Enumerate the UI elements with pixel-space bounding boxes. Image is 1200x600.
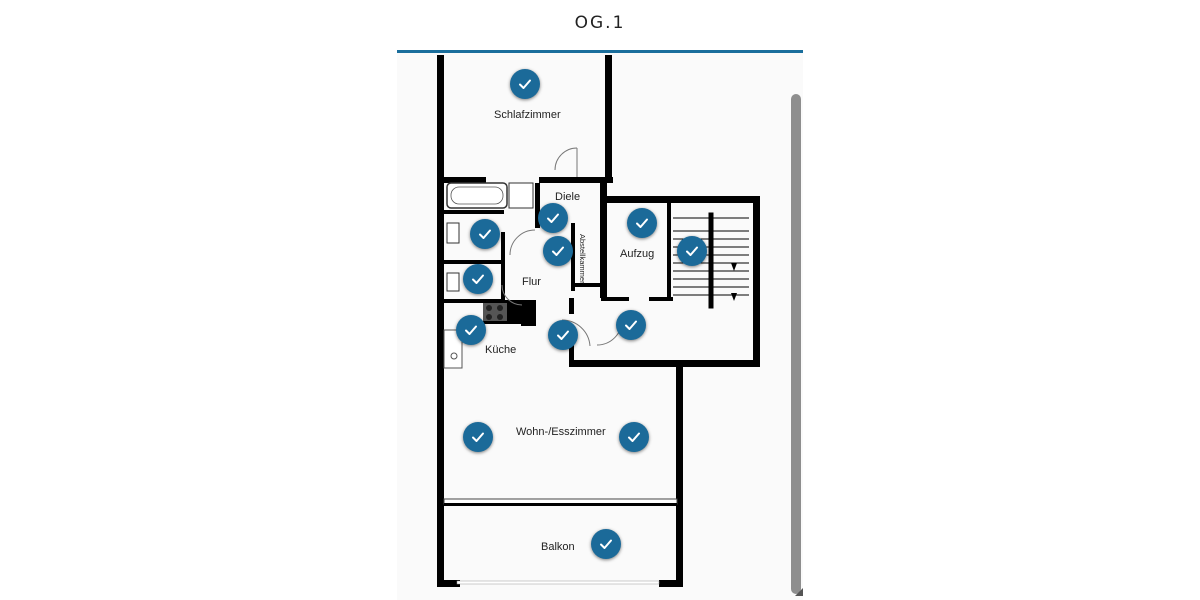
room-marker-eingang[interactable] — [616, 310, 646, 340]
check-icon — [686, 246, 698, 256]
check-icon — [519, 79, 531, 89]
check-icon — [479, 229, 491, 239]
active-tab-indicator — [397, 50, 803, 53]
page-title: OG.1 — [574, 13, 626, 33]
check-icon — [625, 320, 637, 330]
room-marker-schlafzimmer[interactable] — [510, 69, 540, 99]
room-label-flur: Flur — [522, 276, 541, 288]
check-icon — [465, 325, 477, 335]
check-icon — [472, 432, 484, 442]
room-label-abstellkammer: Abstellkammer — [578, 234, 587, 284]
check-icon — [552, 246, 564, 256]
room-marker-aufzug[interactable] — [627, 208, 657, 238]
room-marker-wc[interactable] — [463, 264, 493, 294]
room-label-kueche: Küche — [485, 344, 517, 356]
floorplan-viewer[interactable]: Schlafzimmer Diele Abstellkammer Aufzug … — [397, 53, 803, 600]
room-marker-bad[interactable] — [470, 219, 500, 249]
check-icon — [547, 213, 559, 223]
room-marker-wohnzimmer-rechts[interactable] — [619, 422, 649, 452]
check-icon — [636, 218, 648, 228]
resize-corner — [795, 588, 803, 596]
room-label-wohn-esszimmer: Wohn-/Esszimmer — [516, 426, 606, 438]
room-marker-diele[interactable] — [538, 203, 568, 233]
room-marker-flur[interactable] — [548, 320, 578, 350]
room-marker-balkon[interactable] — [591, 529, 621, 559]
vertical-scrollbar[interactable] — [791, 94, 801, 594]
check-icon — [600, 539, 612, 549]
room-label-diele: Diele — [555, 191, 581, 203]
check-icon — [628, 432, 640, 442]
scrollbar-thumb[interactable] — [791, 94, 801, 594]
check-icon — [472, 274, 484, 284]
floorplan-drawing — [437, 55, 760, 587]
room-label-aufzug: Aufzug — [620, 248, 655, 260]
room-marker-kueche[interactable] — [456, 315, 486, 345]
room-marker-wohnzimmer-links[interactable] — [463, 422, 493, 452]
room-label-schlafzimmer: Schlafzimmer — [494, 109, 561, 121]
room-marker-treppenhaus[interactable] — [677, 236, 707, 266]
check-icon — [557, 330, 569, 340]
room-marker-abstellkammer[interactable] — [543, 236, 573, 266]
room-label-balkon: Balkon — [541, 541, 575, 553]
